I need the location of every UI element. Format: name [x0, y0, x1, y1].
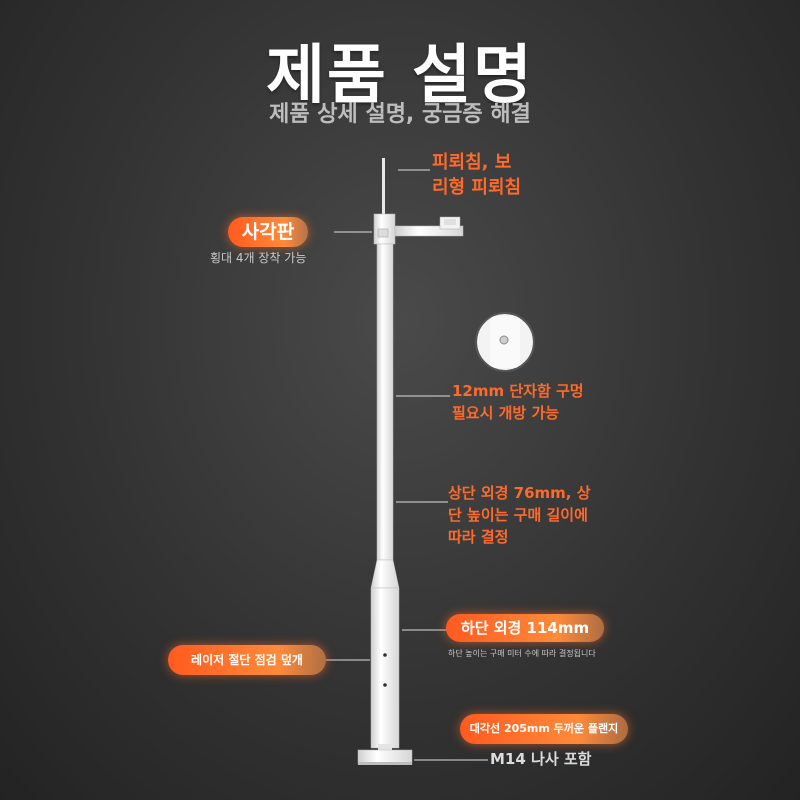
pole-taper — [370, 559, 400, 589]
flange-note: M14 나사 포함 — [490, 750, 592, 768]
upper-pole-label: 상단 외경 76mm, 상 단 높이는 구매 길이에 따라 결정 — [448, 482, 591, 548]
lower-pole-badge: 하단 외경 114mm — [446, 614, 604, 642]
lower-pole-note: 하단 높이는 구매 미터 수에 따라 결정됩니다 — [448, 649, 596, 658]
laser-cut-badge: 레이저 절단 점검 덮개 — [168, 645, 326, 675]
terminal-hole-label-line1: 12mm 단자함 구멍 — [452, 382, 584, 400]
terminal-hole-label: 12mm 단자함 구멍 필요시 개방 가능 — [452, 380, 584, 424]
lightning-rod — [382, 158, 385, 214]
upper-pole-label-line3: 따라 결정 — [448, 528, 509, 546]
terminal-hole-label-line2: 필요시 개방 가능 — [452, 404, 560, 422]
lightning-rod-label-line2: 리형 피뢰침 — [432, 177, 522, 198]
lower-pole — [370, 587, 400, 749]
upper-pole-label-line1: 상단 외경 76mm, 상 — [448, 484, 591, 502]
page-title: 제품 설명 — [266, 39, 534, 113]
lightning-rod-label-line1: 피뢰침, 보 — [432, 152, 512, 173]
base-stiffener — [378, 744, 392, 752]
upper-pole-label-line2: 단 높이는 구매 길이에 — [448, 506, 588, 524]
terminal-hole-inset — [475, 312, 535, 372]
square-plate-note: 횡대 4개 장착 가능 — [210, 251, 307, 265]
page-subtitle: 제품 상세 설명, 궁금증 해결 — [269, 102, 531, 127]
base-flange — [357, 749, 413, 765]
cross-arm — [394, 225, 464, 237]
flange-badge: 대각선 205mm 두꺼운 플랜지 — [460, 714, 628, 744]
square-plate-badge: 사각판 — [228, 217, 308, 247]
lightning-rod-label: 피뢰침, 보 리형 피뢰침 — [432, 150, 521, 200]
upper-pole — [376, 243, 394, 561]
